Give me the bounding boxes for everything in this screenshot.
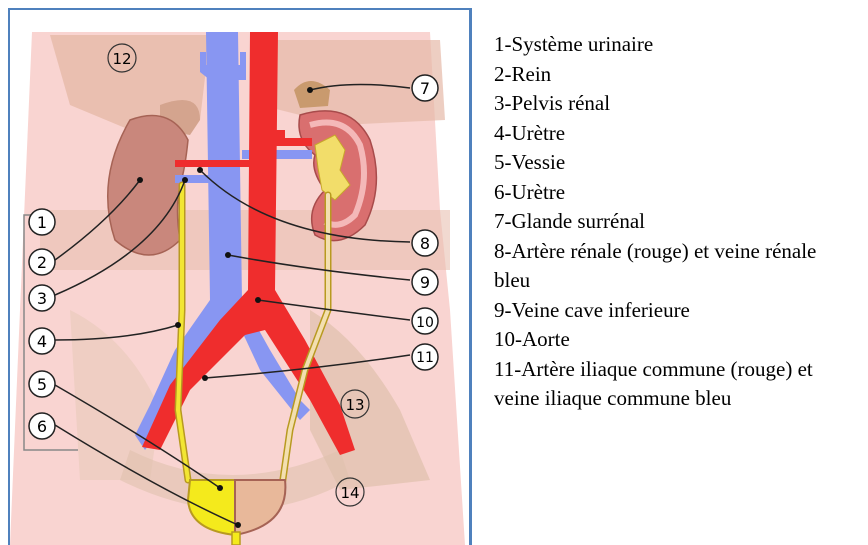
- callout-8: 8: [412, 230, 438, 256]
- legend-item: 7-Glande surrénal: [494, 207, 854, 237]
- renal-vein-left: [175, 175, 210, 183]
- legend-item: 4-Urètre: [494, 119, 854, 149]
- legend-item: 11-Artère iliaque commune (rouge) et vei…: [494, 355, 854, 414]
- callout-2: 2: [29, 249, 55, 275]
- callout-1: 1: [29, 209, 55, 235]
- callout-8-label: 8: [420, 234, 430, 253]
- callout-12-label: 12: [112, 50, 131, 68]
- callout-4: 4: [29, 328, 55, 354]
- callout-3: 3: [29, 285, 55, 311]
- callout-10-label: 10: [416, 315, 434, 331]
- legend-item: 1-Système urinaire: [494, 30, 854, 60]
- callout-2-label: 2: [37, 253, 47, 272]
- callout-10: 10: [412, 308, 438, 334]
- urinary-system-illustration: 1 2 3 4 5 6 7 8 9 10 11 12 13 14: [10, 10, 469, 545]
- callout-7-label: 7: [420, 79, 430, 98]
- callout-6-label: 6: [37, 417, 47, 436]
- legend-item: 8-Artère rénale (rouge) et veine rénale …: [494, 237, 854, 296]
- renal-artery-right: [272, 138, 312, 146]
- renal-artery-left: [175, 160, 250, 167]
- callout-7: 7: [412, 75, 438, 101]
- callout-9-label: 9: [420, 273, 430, 292]
- legend-item: 10-Aorte: [494, 325, 854, 355]
- spine-band: [40, 210, 450, 270]
- callout-1-label: 1: [37, 213, 47, 232]
- legend-list: 1-Système urinaire 2-Rein 3-Pelvis rénal…: [494, 30, 854, 414]
- callout-14-label: 14: [340, 484, 359, 502]
- callout-13-label: 13: [345, 396, 364, 414]
- legend-item: 9-Veine cave inferieure: [494, 296, 854, 326]
- callout-11-label: 11: [416, 350, 434, 366]
- legend-item: 5-Vessie: [494, 148, 854, 178]
- legend-item: 3-Pelvis rénal: [494, 89, 854, 119]
- callout-4-label: 4: [37, 332, 47, 351]
- callout-3-label: 3: [37, 289, 47, 308]
- callout-11: 11: [412, 344, 438, 370]
- urethra: [232, 532, 240, 545]
- legend-item: 6-Urètre: [494, 178, 854, 208]
- callout-9: 9: [412, 269, 438, 295]
- anatomy-svg: 1 2 3 4 5 6 7 8 9 10 11 12 13 14: [10, 10, 469, 545]
- legend-item: 2-Rein: [494, 60, 854, 90]
- callout-5: 5: [29, 371, 55, 397]
- frame-divider: [469, 10, 472, 545]
- callout-5-label: 5: [37, 375, 47, 394]
- callout-6: 6: [29, 413, 55, 439]
